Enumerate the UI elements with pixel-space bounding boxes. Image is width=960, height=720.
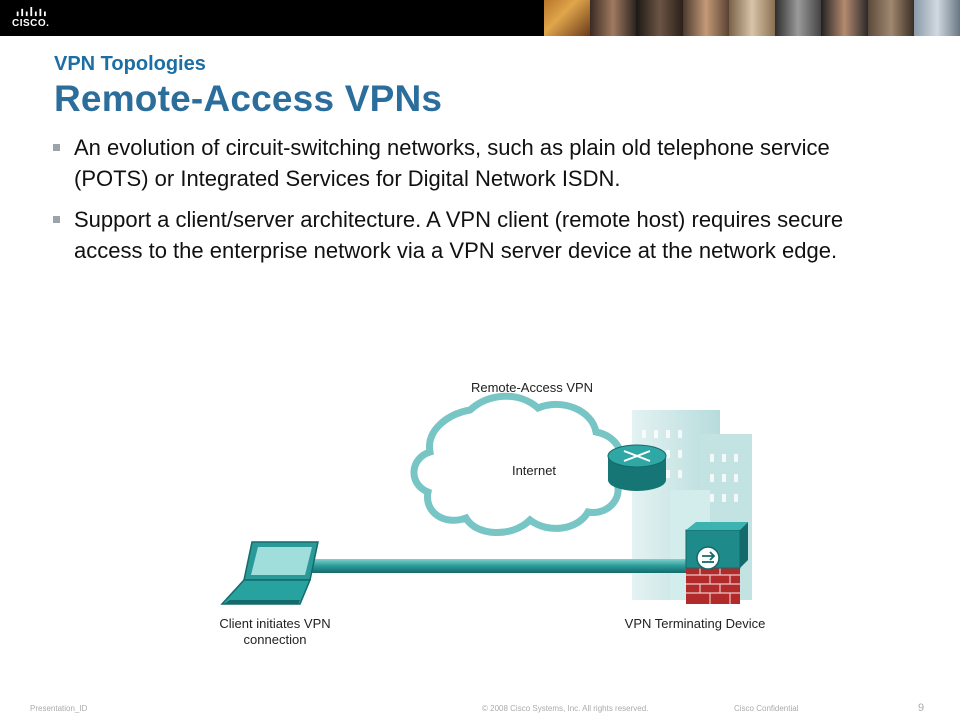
header-photo [775, 0, 822, 36]
footer-presentation-id: Presentation_ID [30, 704, 88, 713]
cisco-logo: CISCO. [10, 5, 54, 31]
bullet-marker-icon [53, 144, 60, 151]
bullet-item: Support a client/server architecture. A … [50, 204, 850, 266]
logo-text: CISCO. [12, 18, 50, 29]
header-photo [867, 0, 914, 36]
laptop-icon [220, 541, 319, 605]
top-banner: CISCO. [0, 0, 960, 36]
header-photo [544, 0, 591, 36]
bullet-text: An evolution of circuit-switching networ… [74, 135, 830, 191]
header-photo [590, 0, 637, 36]
vpn-diagram-graphic [220, 392, 752, 605]
header-photo-strip [544, 0, 960, 36]
page-number: 9 [918, 702, 925, 714]
internet-cloud-icon [410, 392, 626, 536]
vpn-diagram: Remote-Access VPN Internet Client initia… [200, 370, 800, 660]
slide-title: Remote-Access VPNs [54, 78, 443, 119]
footer-confidential: Cisco Confidential [734, 704, 799, 713]
header-photo [682, 0, 729, 36]
vpn-device-label: VPN Terminating Device [624, 616, 766, 631]
client-label-line1: Client initiates VPN [219, 616, 331, 631]
cisco-bars-icon [16, 7, 46, 17]
cloud-title-label: Remote-Access VPN [470, 380, 594, 395]
vpn-tunnel-line [310, 559, 700, 573]
router-icon [607, 444, 667, 491]
bullet-list: An evolution of circuit-switching networ… [50, 132, 850, 276]
bullet-item: An evolution of circuit-switching networ… [50, 132, 850, 194]
slide-subtitle: VPN Topologies [54, 53, 206, 75]
bullet-text: Support a client/server architecture. A … [74, 207, 844, 263]
footer-copyright: © 2008 Cisco Systems, Inc. All rights re… [482, 704, 649, 713]
header-photo [636, 0, 683, 36]
header-photo [728, 0, 776, 36]
vpn-terminating-device-icon [685, 522, 748, 604]
bullet-marker-icon [53, 216, 60, 223]
header-photo [821, 0, 868, 36]
header-photo [913, 0, 960, 36]
internet-label: Internet [511, 463, 557, 478]
client-label-line2: connection [243, 632, 307, 647]
